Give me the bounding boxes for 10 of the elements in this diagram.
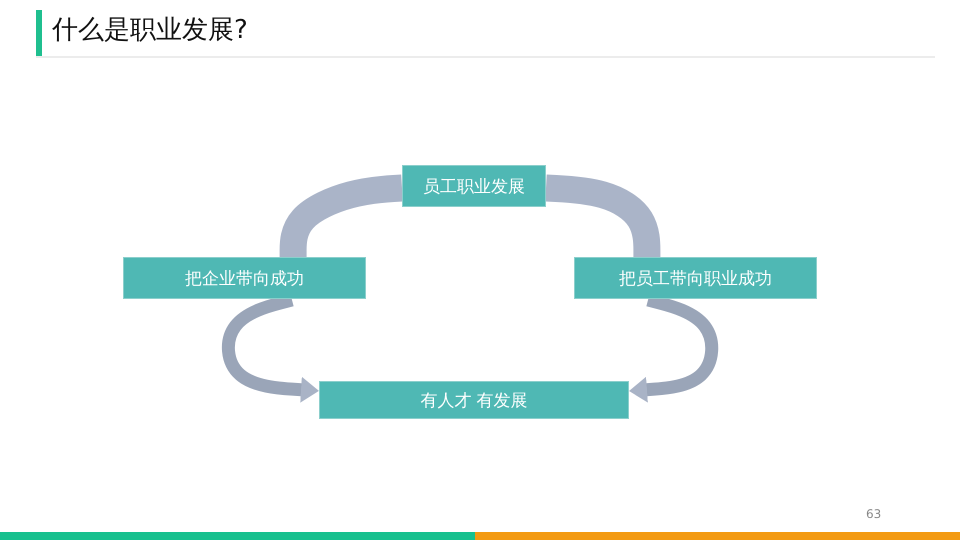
process-box	[319, 381, 629, 419]
slide-title: 什么是职业发展?	[52, 14, 248, 47]
page-number: 63	[866, 507, 882, 521]
box-label: 员工职业发展	[423, 176, 525, 198]
box-label: 把员工带向职业成功	[619, 268, 772, 290]
box-label: 把企业带向成功	[185, 268, 304, 290]
process-box	[574, 257, 817, 299]
box-label: 有人才 有发展	[420, 390, 528, 412]
process-box	[402, 165, 546, 207]
process-box	[123, 257, 366, 299]
